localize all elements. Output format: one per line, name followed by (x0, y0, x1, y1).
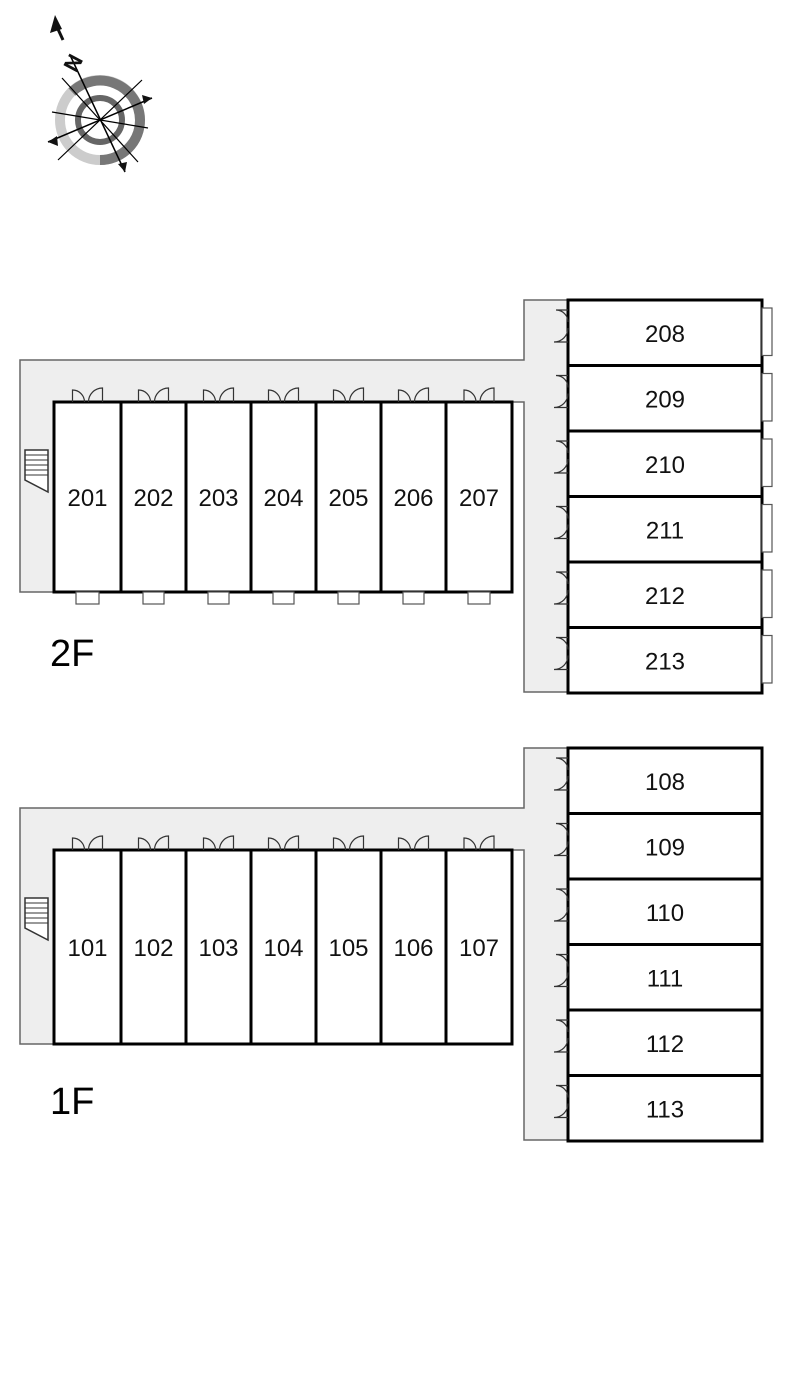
balcony (337, 591, 360, 605)
room-101: 101 (52, 835, 123, 1046)
room-206: 206 (379, 387, 448, 605)
balcony (761, 372, 773, 422)
balcony (761, 307, 773, 357)
room-number: 102 (133, 935, 173, 962)
room-number: 204 (263, 485, 303, 512)
room-112: 112 (553, 1008, 764, 1077)
room-number: 109 (645, 834, 685, 861)
room-number: 103 (198, 935, 238, 962)
room-103: 103 (184, 835, 253, 1046)
balcony (467, 591, 491, 605)
room-number: 107 (459, 935, 499, 962)
room-number: 201 (67, 485, 107, 512)
balcony (761, 503, 773, 553)
room-209: 209 (553, 364, 773, 433)
room-102: 102 (119, 835, 188, 1046)
stair-icon (24, 449, 49, 494)
room-201: 201 (52, 387, 123, 605)
room-211: 211 (553, 495, 773, 564)
balcony (761, 569, 773, 619)
room-number: 207 (459, 485, 499, 512)
room-202: 202 (119, 387, 188, 605)
room-outline (52, 848, 123, 1046)
room-207: 207 (444, 387, 514, 605)
room-number: 208 (645, 321, 685, 348)
room-outline (566, 495, 764, 564)
balcony (75, 591, 100, 605)
room-outline (184, 400, 253, 594)
room-105: 105 (314, 835, 383, 1046)
room-212: 212 (553, 560, 773, 629)
room-outline (444, 848, 514, 1046)
floor-2f: 201 202 203 204 205 206 207 208 209 210 211 212 213… (19, 298, 773, 695)
room-205: 205 (314, 387, 383, 605)
compass-rose-icon: N (47, 15, 153, 173)
room-number: 101 (67, 935, 107, 962)
stair-icon (24, 897, 49, 942)
room-number: 212 (645, 583, 685, 610)
room-outline (566, 1008, 764, 1077)
room-number: 111 (647, 965, 683, 992)
room-104: 104 (249, 835, 318, 1046)
room-110: 110 (553, 877, 764, 946)
room-203: 203 (184, 387, 253, 605)
room-107: 107 (444, 835, 514, 1046)
room-number: 205 (328, 485, 368, 512)
room-number: 106 (393, 935, 433, 962)
room-210: 210 (553, 429, 773, 498)
room-outline (566, 877, 764, 946)
balcony (272, 591, 295, 605)
room-number: 213 (645, 648, 685, 675)
room-number: 104 (263, 935, 303, 962)
room-111: 111 (553, 943, 764, 1012)
room-number: 113 (646, 1096, 684, 1123)
room-number: 210 (645, 452, 685, 479)
room-number: 108 (645, 769, 685, 796)
room-108: 108 (553, 746, 764, 815)
floor-label: 1F (50, 1081, 94, 1123)
room-outline (314, 848, 383, 1046)
corridor (19, 299, 569, 693)
room-outline (379, 848, 448, 1046)
room-number: 202 (133, 485, 173, 512)
balcony (761, 438, 773, 488)
compass-north-label: N (58, 50, 88, 76)
room-113: 113 (553, 1074, 764, 1143)
room-outline (566, 943, 764, 1012)
room-number: 105 (328, 935, 368, 962)
balcony (402, 591, 425, 605)
room-number: 203 (198, 485, 238, 512)
balcony (142, 591, 165, 605)
room-number: 112 (646, 1031, 684, 1058)
room-outline (566, 364, 764, 433)
room-number: 211 (646, 517, 684, 544)
corridor (19, 747, 569, 1141)
room-outline (249, 848, 318, 1046)
room-outline (566, 812, 764, 881)
room-outline (566, 298, 764, 367)
room-outline (566, 1074, 764, 1143)
room-number: 206 (393, 485, 433, 512)
room-number: 110 (646, 900, 684, 927)
room-outline (566, 746, 764, 815)
room-208: 208 (553, 298, 773, 367)
room-number: 209 (645, 386, 685, 413)
floor-1f: 101 102 103 104 105 106 107 108 109 110 111 112 113… (19, 746, 764, 1143)
balcony (207, 591, 230, 605)
balcony (761, 634, 773, 684)
room-outline (444, 400, 514, 594)
room-109: 109 (553, 812, 764, 881)
room-106: 106 (379, 835, 448, 1046)
room-213: 213 (553, 626, 773, 695)
floor-label: 2F (50, 633, 94, 675)
room-204: 204 (249, 387, 318, 605)
